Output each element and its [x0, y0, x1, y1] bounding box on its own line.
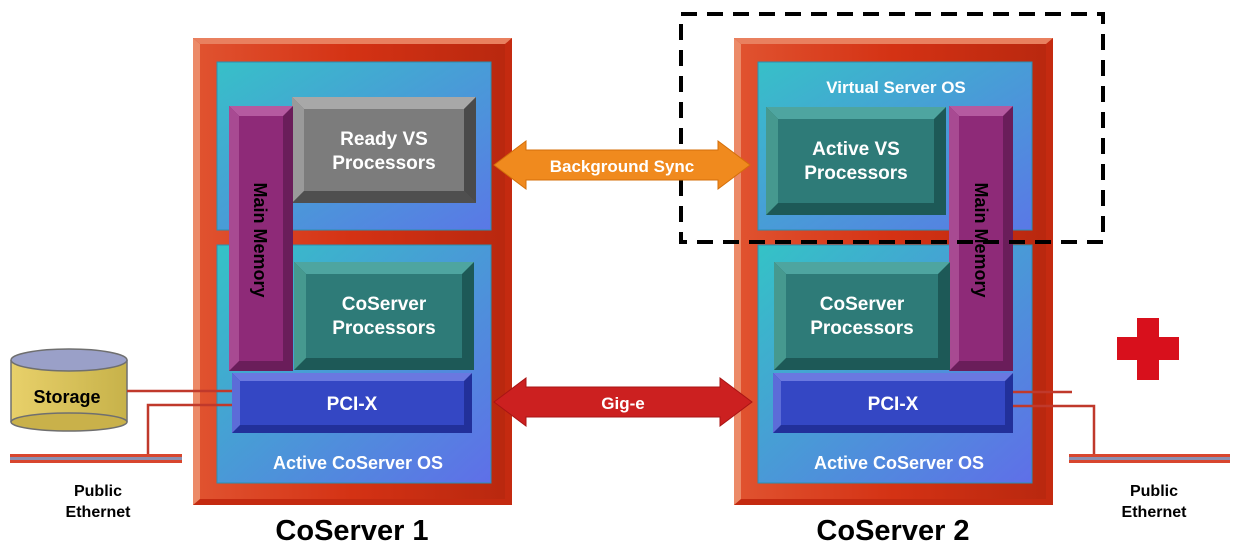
active-vs-processors: Active VS Processors [766, 107, 946, 215]
coserver1-os-label: Active CoServer OS [273, 453, 443, 473]
ready-vs-processors: Ready VS Processors [292, 97, 476, 203]
coserver2-title: CoServer 2 [816, 515, 969, 547]
coserver2-main-memory-label: Main Memory [971, 182, 991, 297]
coserver1-main-memory: Main Memory [229, 106, 293, 371]
background-sync-arrow: Background Sync [493, 140, 751, 190]
gig-e-arrow: Gig-e [493, 377, 753, 427]
coserver1-processors-line1: CoServer [342, 294, 427, 315]
coserver1-pcix-label: PCI-X [327, 394, 378, 415]
ready-vs-label-line1: Ready VS [340, 129, 428, 150]
active-vs-label-line2: Processors [804, 163, 908, 184]
public-ethernet-right-line2: Ethernet [1122, 504, 1188, 521]
gig-e-label: Gig-e [601, 394, 644, 413]
coserver2-processors-line2: Processors [810, 318, 914, 339]
coserver2-processors: CoServer Processors [774, 262, 950, 370]
ready-vs-label-line2: Processors [332, 153, 436, 174]
coserver2-pcix-label: PCI-X [868, 394, 919, 415]
coserver1-pcix: PCI-X [232, 373, 472, 433]
red-cross-icon [1117, 318, 1179, 380]
public-ethernet-left-line1: Public [74, 483, 122, 500]
public-ethernet-left-line2: Ethernet [66, 504, 132, 521]
storage-label: Storage [33, 387, 100, 407]
virtual-server-os-label: Virtual Server OS [826, 78, 966, 97]
coserver2-processors-line1: CoServer [820, 294, 905, 315]
background-sync-label: Background Sync [550, 157, 695, 176]
left-cabling [10, 389, 232, 463]
storage-cylinder: Storage [10, 348, 128, 432]
coserver2-pcix: PCI-X [773, 373, 1013, 433]
coserver1-processors: CoServer Processors [294, 262, 474, 370]
coserver2-os-label: Active CoServer OS [814, 453, 984, 473]
coserver1-title: CoServer 1 [275, 515, 428, 547]
coserver2-main-memory: Main Memory [949, 106, 1013, 371]
right-cabling [1013, 390, 1230, 463]
coserver1-processors-line2: Processors [332, 318, 436, 339]
coserver1-main-memory-label: Main Memory [250, 182, 270, 297]
virtual-server-boundary [679, 12, 1105, 244]
active-vs-label-line1: Active VS [812, 139, 900, 160]
public-ethernet-right-line1: Public [1130, 483, 1178, 500]
